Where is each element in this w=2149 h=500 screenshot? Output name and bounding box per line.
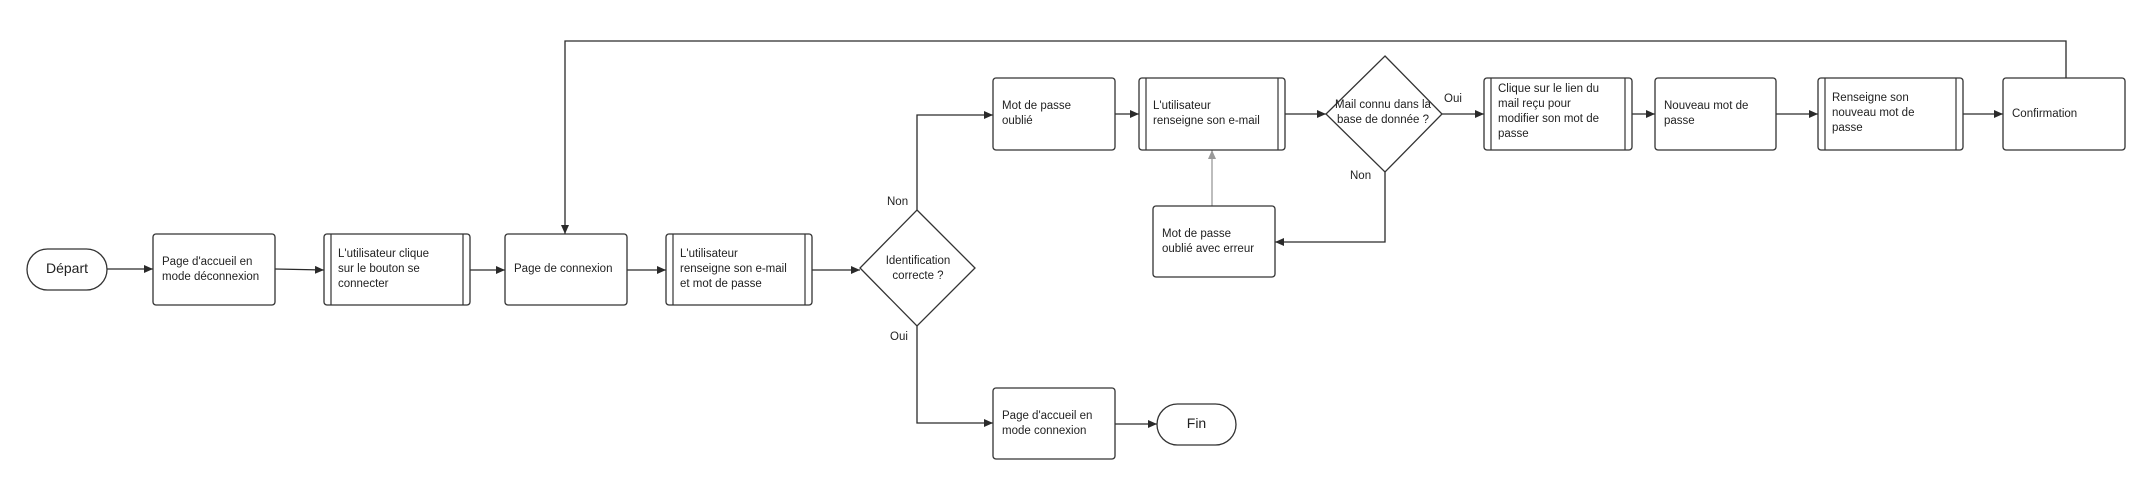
edge-decision-no [916, 111, 993, 210]
node-forgot-error-shape [1152, 205, 1276, 278]
node-click-link-label: Clique sur le lien du mail reçu pour mod… [1498, 83, 1600, 140]
node-click-login-shape [323, 233, 471, 306]
edge-label-mail-no: Non [1350, 170, 1372, 182]
node-enter-email-shape [1138, 77, 1286, 151]
node-click-login-label: L'utilisateur clique sur le bouton se co… [338, 248, 430, 290]
node-confirmation-shape [2002, 77, 2126, 151]
node-new-password-shape [1654, 77, 1777, 151]
edge-home-to-click [274, 265, 325, 274]
node-enter-credentials-label: L'utilisateur renseigne son e-mail et mo… [680, 248, 787, 290]
edge-confirm-to-login [561, 40, 2067, 234]
decision-mail-known-label: Mail connu dans la base de donnée ? [1335, 99, 1431, 126]
node-enter-credentials-shape [665, 233, 813, 306]
decision-identification-shape [859, 209, 976, 327]
terminal-end-shape [1156, 403, 1237, 446]
node-login-page-label: Page de connexion [514, 263, 613, 275]
node-enter-new-password-label: Renseigne son nouveau mot de passe [1832, 92, 1915, 134]
edge-decision-yes [916, 326, 993, 427]
terminal-end-label: Fin [1186, 415, 1207, 431]
edge-label-id-yes: Oui [890, 331, 908, 343]
edge-label-id-no: Non [887, 196, 909, 208]
node-enter-new-password-shape [1817, 77, 1964, 151]
edge-label-mail-yes: Oui [1444, 93, 1462, 105]
terminal-start-shape [26, 248, 108, 291]
decision-mail-known-shape [1325, 55, 1443, 173]
decision-identification-label: Identification correcte ? [885, 255, 951, 282]
terminal-start-label: Départ [45, 260, 89, 276]
node-forgot-error-label: Mot de passe oublié avec erreur [1162, 228, 1255, 255]
edges [107, 40, 2067, 428]
node-click-link-shape [1483, 77, 1633, 151]
node-confirmation-label: Confirmation [2012, 108, 2078, 120]
node-new-password-label: Nouveau mot de passe [1664, 100, 1749, 127]
edge-mail-no [1275, 172, 1386, 246]
node-login-page-shape [504, 233, 628, 306]
node-enter-email-label: L'utilisateur renseigne son e-mail [1153, 100, 1260, 127]
node-forgot-password-label: Mot de passe oublié [1002, 100, 1072, 127]
node-forgot-password-shape [992, 77, 1116, 151]
node-home-logged-in-shape [992, 387, 1116, 460]
node-home-logged-out-shape [152, 233, 276, 306]
node-home-logged-out-label: Page d'accueil en mode déconnexion [162, 256, 260, 283]
node-home-logged-in-label: Page d'accueil en mode connexion [1002, 410, 1093, 437]
